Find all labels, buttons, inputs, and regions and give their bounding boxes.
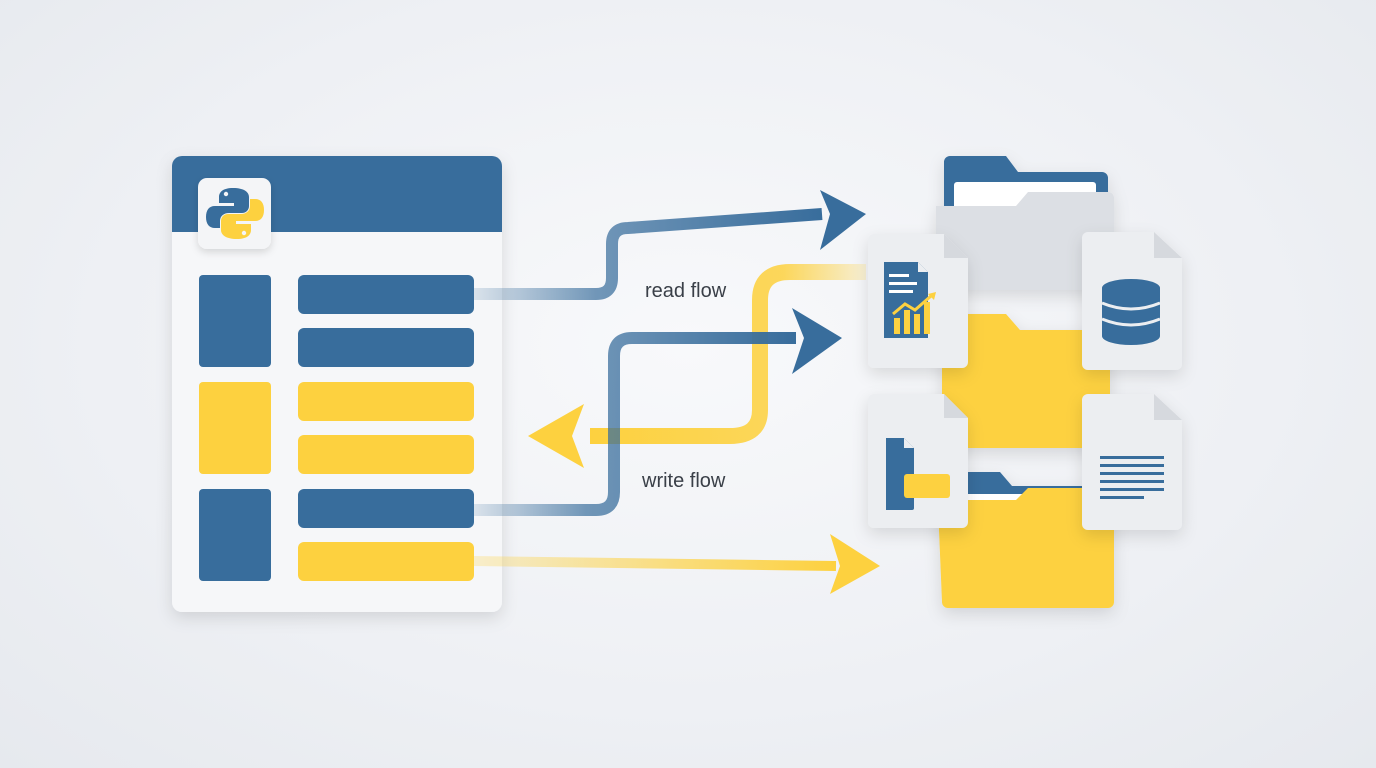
python-logo-icon — [198, 178, 271, 249]
write-flow-arrowhead — [528, 404, 584, 468]
folder-yellow-bottom-icon — [938, 472, 1114, 608]
folder-gray-icon — [936, 156, 1114, 290]
file-stack — [868, 156, 1182, 608]
folder-yellow-icon — [942, 314, 1110, 448]
read-flow-label: read flow — [645, 280, 727, 302]
write-flow-line — [590, 264, 866, 444]
block-square-1 — [199, 275, 271, 367]
line-bar-1 — [298, 275, 474, 314]
code-document-icon — [868, 394, 968, 528]
line-bar-4 — [298, 435, 474, 474]
line-bar-3 — [298, 382, 474, 421]
block-square-3 — [199, 489, 271, 581]
database-document-icon — [1082, 232, 1182, 370]
write-flow-label: write flow — [641, 470, 726, 492]
text-document-icon — [1082, 394, 1182, 530]
read-flow-line-mid — [474, 332, 796, 516]
line-bar-5 — [298, 489, 474, 528]
chart-document-icon — [868, 234, 968, 368]
line-bar-2 — [298, 328, 474, 367]
read-flow-arrowhead-mid — [792, 308, 842, 374]
line-bar-6 — [298, 542, 474, 581]
block-square-2 — [199, 382, 271, 474]
write-flow-line-bottom — [473, 556, 837, 571]
script-window — [172, 156, 502, 612]
read-flow-line-top — [474, 208, 823, 300]
write-flow-arrowhead-bottom — [830, 534, 880, 594]
read-flow-arrowhead-top — [820, 190, 866, 250]
flow-arrows — [473, 190, 880, 594]
